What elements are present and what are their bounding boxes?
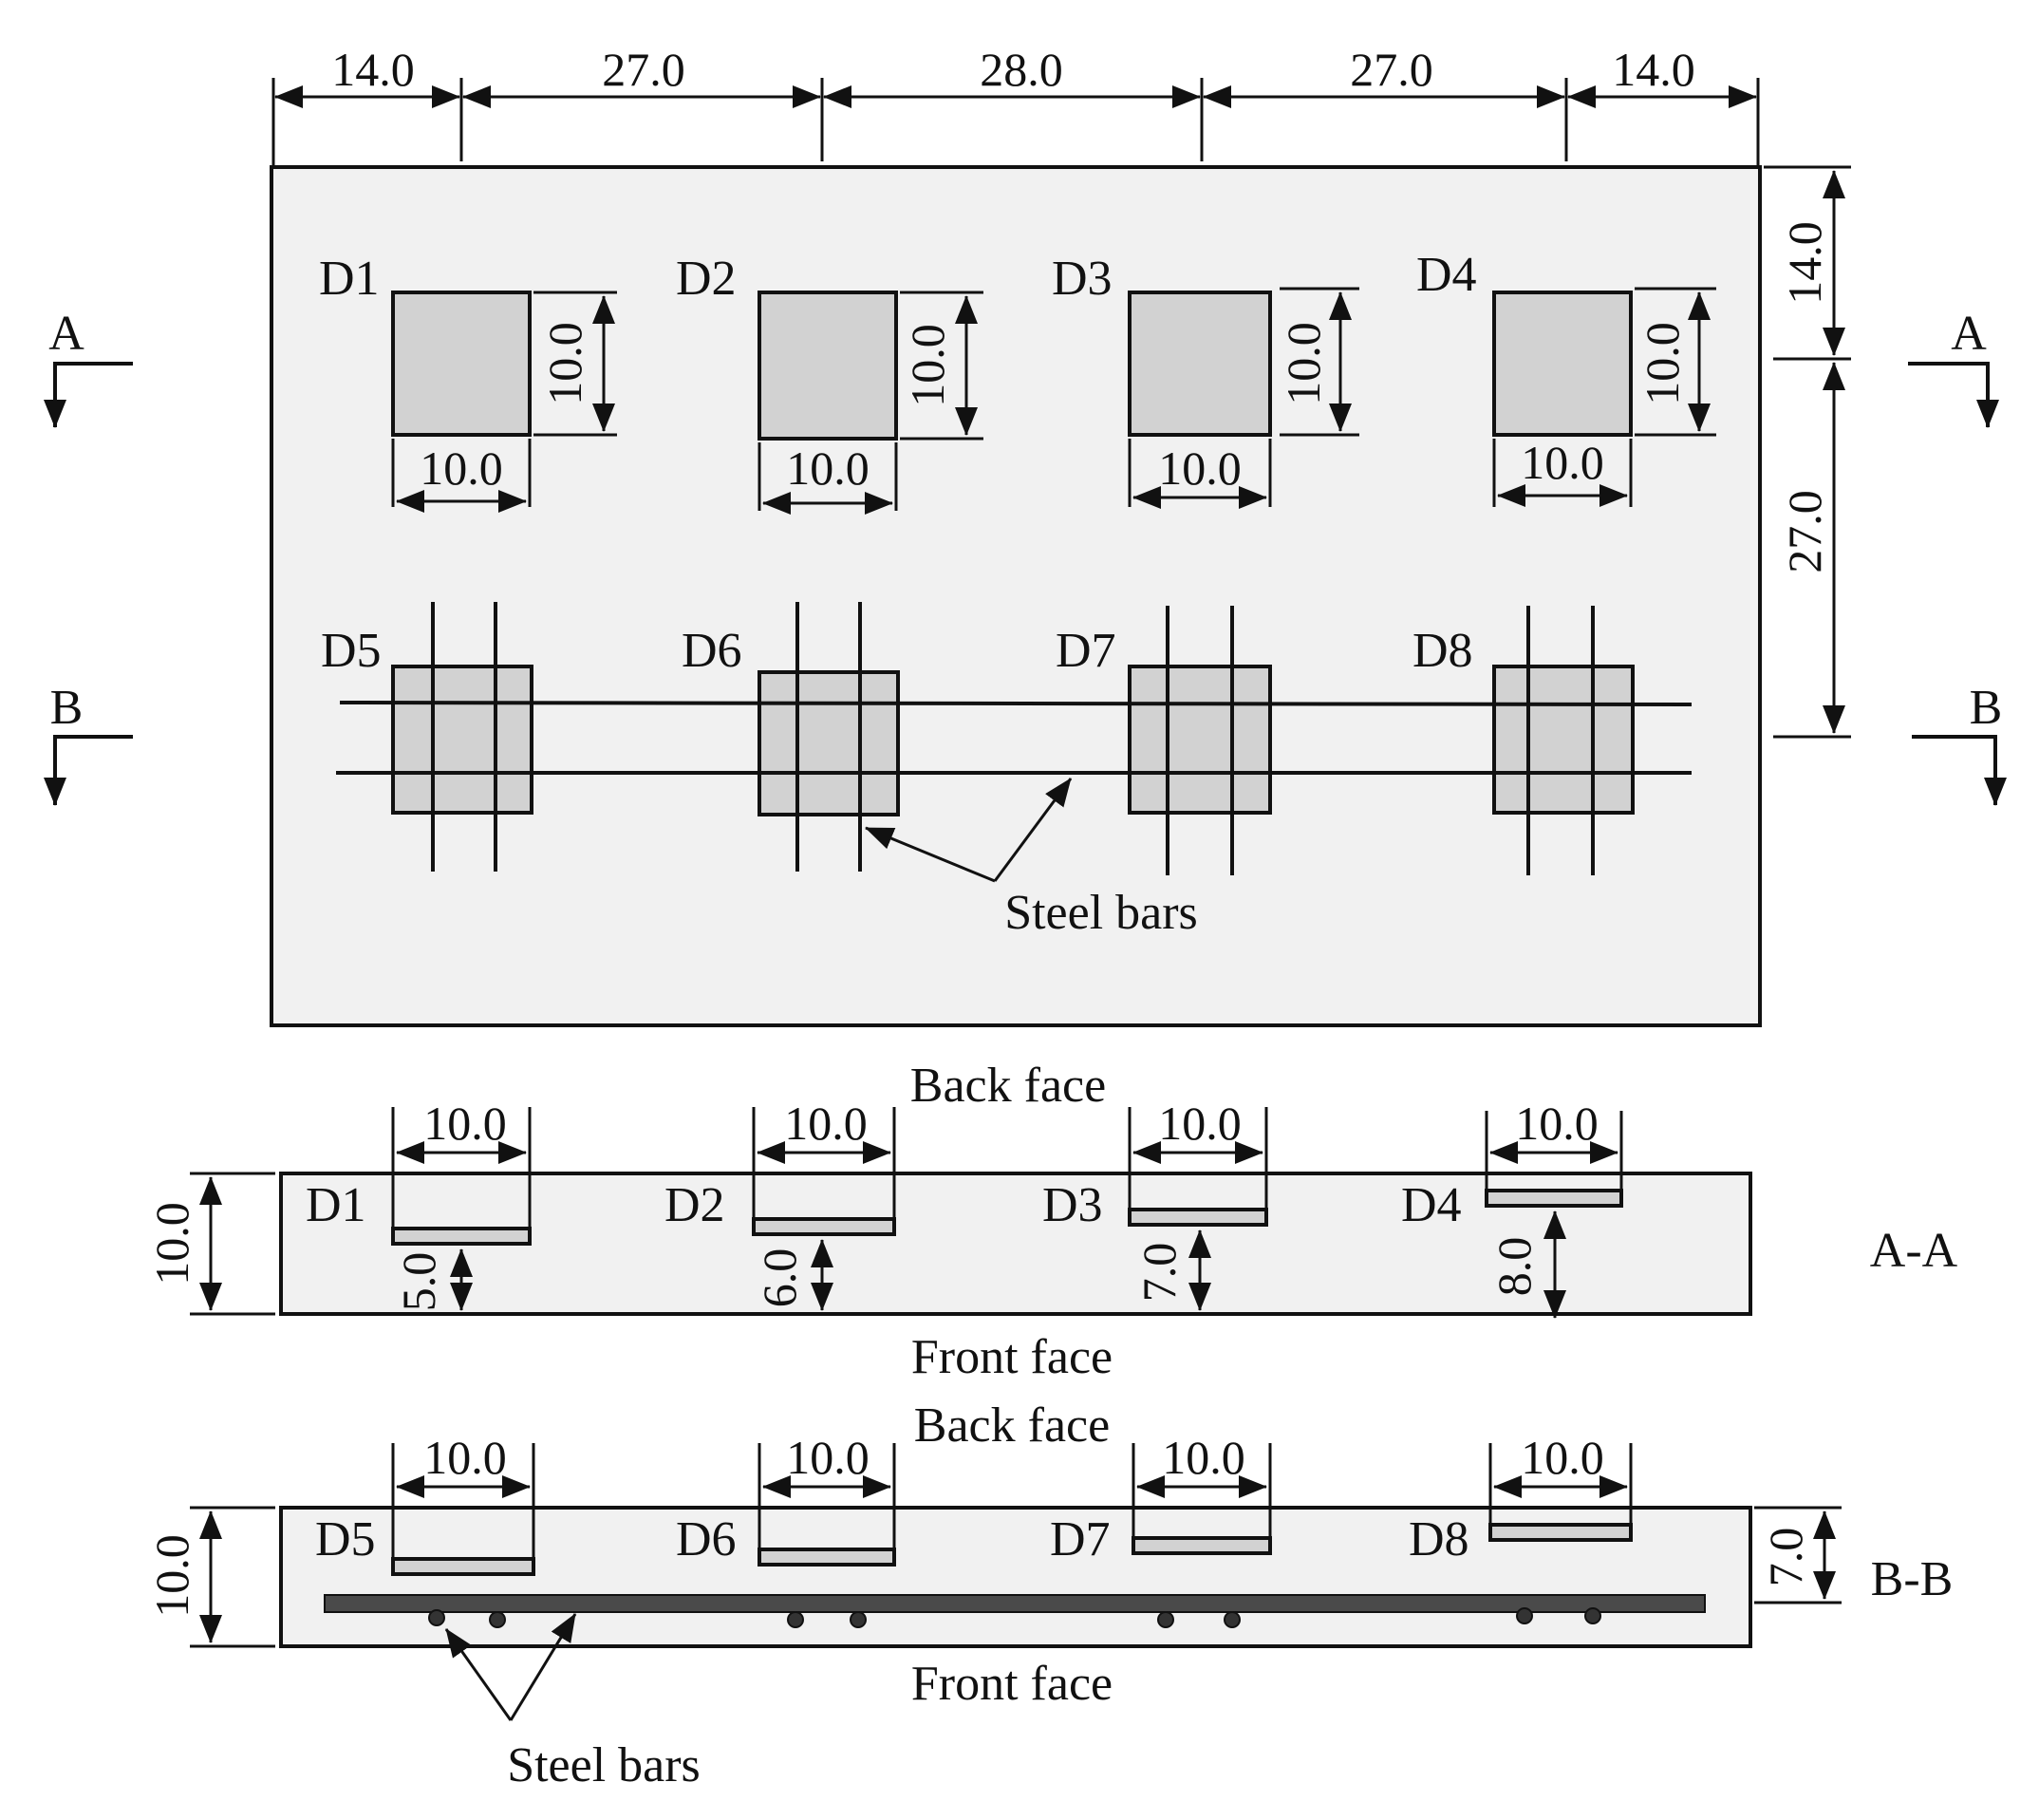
defect-d5-plan: D5 [321,624,533,815]
section-aa-title: A-A [1870,1224,1958,1278]
right-dim-2: 27.0 [1778,490,1831,573]
defect-d7-plan: D7 [1056,624,1272,815]
svg-text:10.0: 10.0 [1277,322,1330,405]
svg-text:A: A [1951,307,1987,361]
svg-text:10.0: 10.0 [1158,1097,1242,1150]
right-dimension-lines [1764,165,1851,739]
svg-text:D7: D7 [1056,624,1116,678]
svg-text:8.0: 8.0 [1487,1237,1541,1297]
defect-d7-section: 10.0 D7 [1050,1431,1272,1567]
svg-text:10.0: 10.0 [1515,1097,1599,1150]
defect-d4-plan: D4 10.0 10.0 [1416,248,1716,507]
svg-text:10.0: 10.0 [1636,322,1689,405]
svg-text:D3: D3 [1052,252,1113,306]
section-bb-steel-bars-callout: Steel bars [444,1613,701,1792]
plan-steel-bars-callout: Steel bars [865,778,1198,940]
svg-text:10.0: 10.0 [423,1097,507,1150]
defect-d4-section: 10.0 D4 8.0 [1401,1097,1623,1319]
svg-text:D4: D4 [1401,1178,1462,1232]
plan-back-face-label: Back face [910,1059,1106,1113]
defect-d6-section: 10.0 D6 [676,1431,896,1567]
svg-text:D2: D2 [664,1178,725,1232]
svg-text:10.0: 10.0 [420,441,503,495]
section-bb-depth: 7.0 [1759,1528,1812,1587]
svg-text:D8: D8 [1412,624,1473,678]
section-bb-front-face-label: Front face [911,1657,1113,1711]
svg-text:D6: D6 [682,624,742,678]
top-dim-4: 27.0 [1350,43,1433,96]
svg-text:10.0: 10.0 [1162,1431,1245,1484]
defect-d3-section: 10.0 D3 7.0 [1042,1097,1268,1311]
plan-view: 14.0 27.0 28.0 27.0 14.0 14.0 27.0 A A B [44,43,2007,1027]
svg-text:B: B [50,681,84,735]
svg-text:10.0: 10.0 [538,322,591,405]
defect-d8-plan: D8 [1412,624,1635,815]
section-mark-a-right: A [1908,307,1999,428]
defect-d6-plan: D6 [682,624,900,816]
svg-text:10.0: 10.0 [1521,1431,1604,1484]
section-mark-b-left: B [44,681,133,806]
section-bb-rebar-strip [324,1594,1706,1613]
section-aa: A-A 10.0 10.0 D1 5.0 10.0 D2 6.0 [145,1097,1958,1384]
section-mark-a-left: A [44,307,133,428]
plan-steel-bars [336,602,1693,875]
plan-steel-bars-label: Steel bars [1004,886,1198,940]
top-dim-5: 14.0 [1612,43,1695,96]
svg-text:B: B [1970,681,2003,735]
defect-d1-section: 10.0 D1 5.0 [306,1097,532,1312]
section-bb-bar-dots [428,1607,1601,1628]
svg-text:D7: D7 [1050,1512,1111,1567]
right-dim-1: 14.0 [1778,221,1831,305]
svg-text:7.0: 7.0 [1132,1243,1186,1303]
svg-text:D5: D5 [321,624,382,678]
svg-text:D5: D5 [315,1512,376,1567]
svg-text:D6: D6 [676,1512,737,1567]
svg-text:10.0: 10.0 [786,441,870,495]
section-bb-back-face-label: Back face [914,1398,1110,1453]
svg-text:D2: D2 [676,252,737,306]
top-dim-3: 28.0 [980,43,1063,96]
svg-text:A: A [48,307,84,361]
svg-text:10.0: 10.0 [423,1431,507,1484]
svg-text:5.0: 5.0 [392,1252,445,1312]
svg-text:D8: D8 [1409,1512,1469,1567]
defect-d5-section: 10.0 D5 [315,1431,535,1576]
section-aa-front-face-label: Front face [911,1330,1113,1384]
svg-text:10.0: 10.0 [901,324,954,407]
defect-d2-plan: D2 10.0 10.0 [676,252,983,515]
defect-d3-plan: D3 10.0 10.0 [1052,252,1359,509]
svg-text:10.0: 10.0 [786,1431,870,1484]
svg-text:D4: D4 [1416,248,1477,302]
section-mark-b-right: B [1912,681,2007,806]
svg-text:D1: D1 [306,1178,366,1232]
svg-text:10.0: 10.0 [1158,441,1242,495]
svg-text:10.0: 10.0 [1521,436,1604,489]
top-dim-2: 27.0 [602,43,685,96]
svg-text:D3: D3 [1042,1178,1103,1232]
top-extension-lines [271,78,1760,167]
defect-d2-section: 10.0 D2 6.0 [664,1097,896,1311]
svg-text:6.0: 6.0 [753,1248,806,1308]
svg-text:10.0: 10.0 [784,1097,868,1150]
section-bb-thickness: 10.0 [145,1534,198,1618]
defect-d8-section: 10.0 D8 [1409,1431,1633,1567]
svg-text:D1: D1 [319,252,380,306]
defect-d1-plan: D1 10.0 10.0 [319,252,617,513]
section-aa-thickness: 10.0 [145,1202,198,1285]
section-bb-steel-bars-label: Steel bars [507,1738,701,1792]
section-bb: Back face B-B 10.0 7.0 10.0 D5 10.0 D6 [145,1398,1953,1792]
top-dim-1: 14.0 [331,43,415,96]
section-bb-title: B-B [1871,1552,1954,1606]
